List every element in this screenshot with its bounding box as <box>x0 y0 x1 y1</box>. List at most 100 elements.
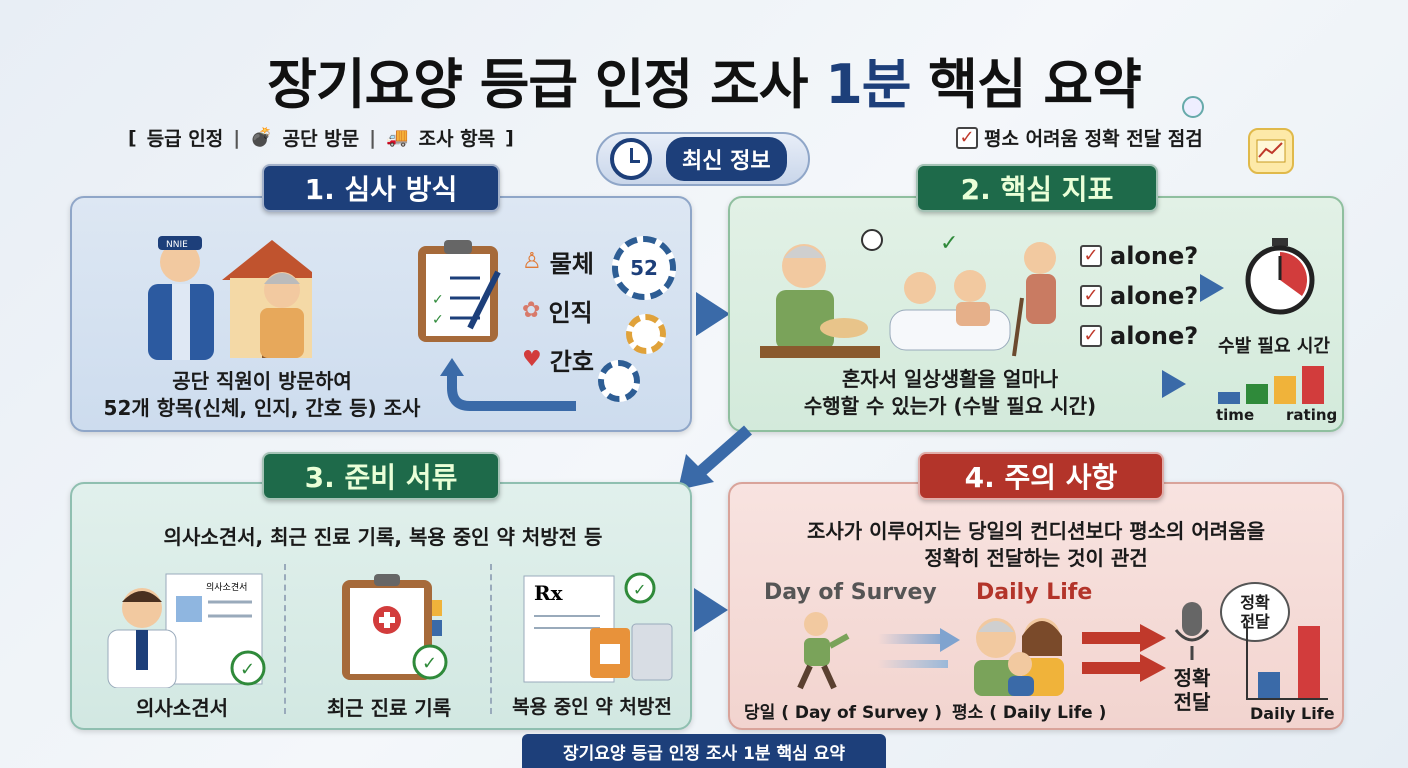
doctor-illustration: 의사소견서 ✓ <box>107 573 266 688</box>
elderly-daily-life-illustration: ✓ <box>760 229 1056 358</box>
microphone-icon <box>1174 602 1210 660</box>
gear-icon: 52 <box>612 236 676 300</box>
panel4-title: 4. 주의 사항 <box>918 452 1164 500</box>
worker-badge: NNIE <box>166 240 188 250</box>
mic-label: 정확 전달 <box>1173 666 1211 714</box>
latest-info-label: 최신 정보 <box>666 137 787 181</box>
panel-documents: 의사소견서, 최근 진료 기록, 복용 중인 약 처방전 등 의사소견서 ✓ ✓… <box>70 482 692 730</box>
person-icon: ♙ <box>522 249 542 274</box>
title-num: 1분 <box>825 53 911 116</box>
footer-caption: 장기요양 등급 인정 조사 1분 핵심 요약 <box>522 734 886 768</box>
check-icon: ✓ <box>1080 325 1102 347</box>
tag-items: 조사 항목 <box>418 128 496 150</box>
brain-icon: ✿ <box>522 298 541 323</box>
chart-y-label: rating <box>1286 406 1338 424</box>
list-item: ✓alone? <box>1080 322 1198 350</box>
divider <box>284 564 286 714</box>
loop-arrow-icon <box>440 358 576 411</box>
title-part1: 장기요양 등급 인정 조사 <box>267 53 826 116</box>
chart-badge-icon <box>1248 128 1294 174</box>
divider: | <box>369 126 377 149</box>
label-survey-day: 당일 ( Day of Survey ) <box>744 703 943 723</box>
right-arrow-icon <box>1200 274 1224 302</box>
check-icon: ✓ <box>1080 245 1102 267</box>
diagonal-arrow-icon <box>678 425 752 490</box>
chart-bar <box>1302 366 1324 404</box>
tag-visit: 공단 방문 <box>282 128 360 150</box>
divider <box>490 564 492 714</box>
chart-bar <box>1218 392 1240 404</box>
timer-label: 수발 필요 시간 <box>1218 336 1330 357</box>
tag-open: [ <box>128 126 137 149</box>
truck-icon: 🚚 <box>386 127 409 148</box>
svg-text:✓: ✓ <box>940 231 958 256</box>
doc-tag: 의사소견서 <box>206 581 247 593</box>
svg-text:✓: ✓ <box>240 659 255 680</box>
daily-life-heading: Daily Life <box>976 580 1093 605</box>
tag-close: ] <box>505 126 514 149</box>
label-daily-life: 평소 ( Daily Life ) <box>952 703 1107 723</box>
chart-x-label: time <box>1216 406 1255 424</box>
chart-bar <box>1274 376 1296 404</box>
panel1-title: 1. 심사 방식 <box>262 164 500 212</box>
right-arrow-icon <box>696 292 730 336</box>
stopwatch-icon <box>1245 238 1315 315</box>
doc-label: 의사소견서 <box>136 696 228 720</box>
line-chart-icon <box>1256 139 1286 163</box>
latest-info-badge: 최신 정보 <box>596 132 810 186</box>
panel2-title: 2. 핵심 지표 <box>916 164 1158 212</box>
items-list: ♙물체 ✿인직 ♥간호 <box>522 244 594 377</box>
check-note: ✓ 평소 어려움 정확 전달 점검 <box>956 124 1203 151</box>
check-note-text: 평소 어려움 정확 전달 점검 <box>984 128 1203 150</box>
gear-check-icon <box>598 360 640 402</box>
svg-text:✓: ✓ <box>432 292 444 308</box>
svg-text:✓: ✓ <box>432 312 444 328</box>
dashed-arrow <box>878 634 948 644</box>
panel3-title: 3. 준비 서류 <box>262 452 500 500</box>
prescription-icon: Rx ✓ <box>523 572 673 683</box>
rating-bar-chart <box>1218 360 1336 404</box>
doc-label: 복용 중인 약 처방전 <box>512 696 672 718</box>
right-arrow-icon <box>940 628 960 652</box>
chart-bar <box>1298 626 1320 698</box>
title-part2: 핵심 요약 <box>910 53 1142 116</box>
heart-icon: ♥ <box>522 347 542 372</box>
panel3-desc: 의사소견서, 최근 진료 기록, 복용 중인 약 처방전 등 <box>163 525 603 549</box>
family-illustration <box>974 618 1064 696</box>
list-item: ♙물체 <box>522 249 594 278</box>
panel-caution: 조사가 이루어지는 당일의 컨디션보다 평소의 어려움을 정확히 전달하는 것이… <box>728 482 1344 730</box>
red-arrows-icon <box>1082 624 1166 682</box>
chart-label: Daily Life <box>1250 704 1335 723</box>
medical-record-clipboard-icon: ✓ <box>342 574 448 680</box>
tag-row: [ 등급 인정 | 💣 공단 방문 | 🚚 조사 항목 ] <box>128 124 514 151</box>
list-item: ✿인직 <box>522 298 593 327</box>
panel-key-indicator: ✓ ✓alone? ✓alone? ✓alone? 수발 필요 시간 time … <box>728 196 1344 432</box>
chart-bar <box>1258 672 1280 698</box>
bomb-icon: 💣 <box>250 127 273 148</box>
right-arrow-icon <box>694 588 728 632</box>
dashed-arrow <box>878 660 948 668</box>
clock-icon <box>610 138 652 180</box>
right-arrow-icon <box>1162 370 1186 398</box>
comparison-bar-chart <box>1246 620 1328 700</box>
staff-visit-illustration: NNIE <box>148 236 312 360</box>
page-title: 장기요양 등급 인정 조사 1분 핵심 요약 <box>0 40 1408 119</box>
list-item: ♥간호 <box>522 347 594 376</box>
list-item: ✓alone? <box>1080 282 1198 310</box>
tag-grade: 등급 인정 <box>146 128 224 150</box>
day-of-survey-heading: Day of Survey <box>764 580 937 605</box>
panel-review-method: NNIE ✓ ✓ ♙물체 ✿인직 ♥간호 52 공단 직원이 방문하여 52개 … <box>70 196 692 432</box>
divider: | <box>233 126 241 149</box>
alone-checklist: ✓alone? ✓alone? ✓alone? <box>1080 242 1198 350</box>
panel4-desc: 조사가 이루어지는 당일의 컨디션보다 평소의 어려움을 정확히 전달하는 것이… <box>806 519 1265 570</box>
doc-label: 최근 진료 기록 <box>326 696 452 720</box>
check-icon: ✓ <box>956 126 978 149</box>
clipboard-icon: ✓ ✓ <box>418 240 501 342</box>
elderly-walking-illustration <box>797 612 850 690</box>
bell-icon <box>1182 96 1204 118</box>
check-icon: ✓ <box>1080 285 1102 307</box>
panel1-desc: 공단 직원이 방문하여 52개 항목(신체, 인지, 간호 등) 조사 <box>103 369 421 420</box>
gear-icon <box>626 314 666 354</box>
chart-bar <box>1246 384 1268 404</box>
list-item: ✓alone? <box>1080 242 1198 270</box>
